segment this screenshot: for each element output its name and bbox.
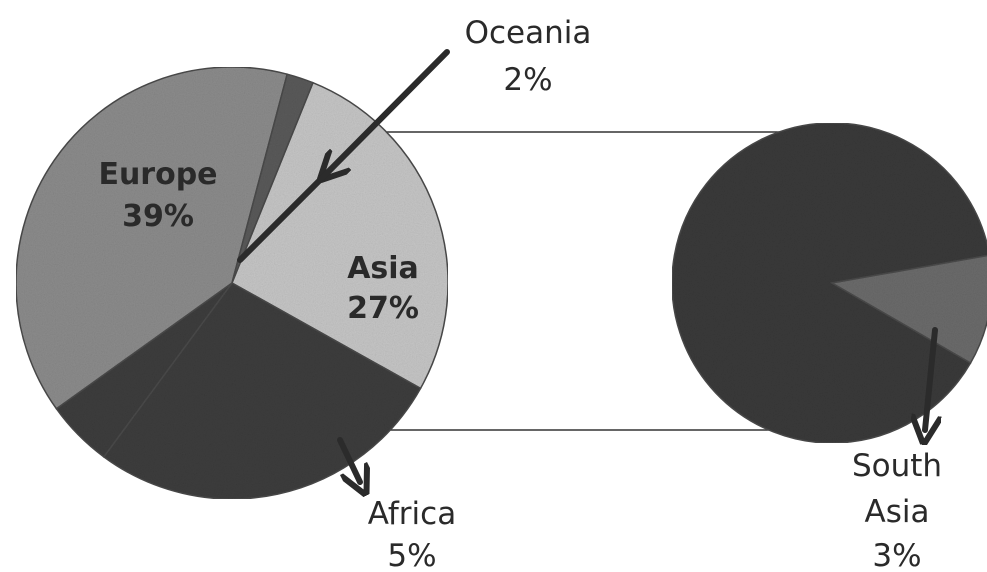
label-south-asia-value: 3% xyxy=(872,538,921,572)
label-africa-name: Africa xyxy=(368,496,456,532)
label-oceania-name: Oceania xyxy=(465,15,592,51)
main-slice-asia-0 xyxy=(231,81,449,390)
label-europe-name: Europe xyxy=(98,157,217,192)
label-africa-value: 5% xyxy=(387,538,436,572)
main-slice-europe-3 xyxy=(15,66,289,410)
label-oceania-value: 2% xyxy=(503,62,552,98)
label-south-asia-name-2: Asia xyxy=(865,494,930,530)
label-europe-value: 39% xyxy=(122,199,194,234)
africa-arrow xyxy=(337,437,360,482)
label-south-asia-name-1: South xyxy=(852,448,942,484)
label-asia-value: 27% xyxy=(347,291,419,326)
label-asia-name: Asia xyxy=(347,251,419,286)
secondary-slice-south-asia-1 xyxy=(829,254,987,365)
south-asia-arrow xyxy=(925,327,935,430)
secondary-slice-unlabeled-0 xyxy=(671,122,987,444)
main-slice-oceania-4 xyxy=(231,73,314,284)
oceania-arrow xyxy=(330,49,450,170)
secondary-pie xyxy=(671,122,987,444)
oceania-arrow-tail xyxy=(237,167,333,263)
